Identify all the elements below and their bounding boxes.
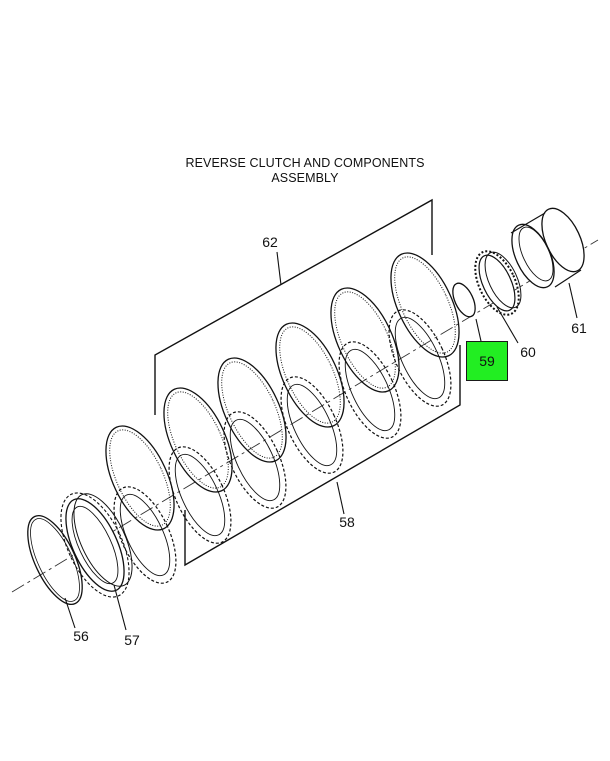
callout-56: 56 [73,628,89,644]
part-61-housing [510,207,585,289]
callout-57: 57 [124,632,140,648]
callout-58: 58 [339,514,355,530]
diagram-title-line2: ASSEMBLY [271,171,339,185]
plate-stack [105,252,460,584]
part-60-apply-plate [474,250,522,316]
part-59-snap-ring [452,282,476,318]
bracket-58 [184,345,461,567]
diagram-title-line1: REVERSE CLUTCH AND COMPONENTS [185,156,425,170]
callout-61: 61 [571,320,587,336]
part-57-backing-plate [60,492,133,598]
callout-60: 60 [520,344,536,360]
callout-62: 62 [262,234,278,250]
bracket-62 [154,198,433,415]
callout-59-highlight[interactable]: 59 [466,341,508,381]
